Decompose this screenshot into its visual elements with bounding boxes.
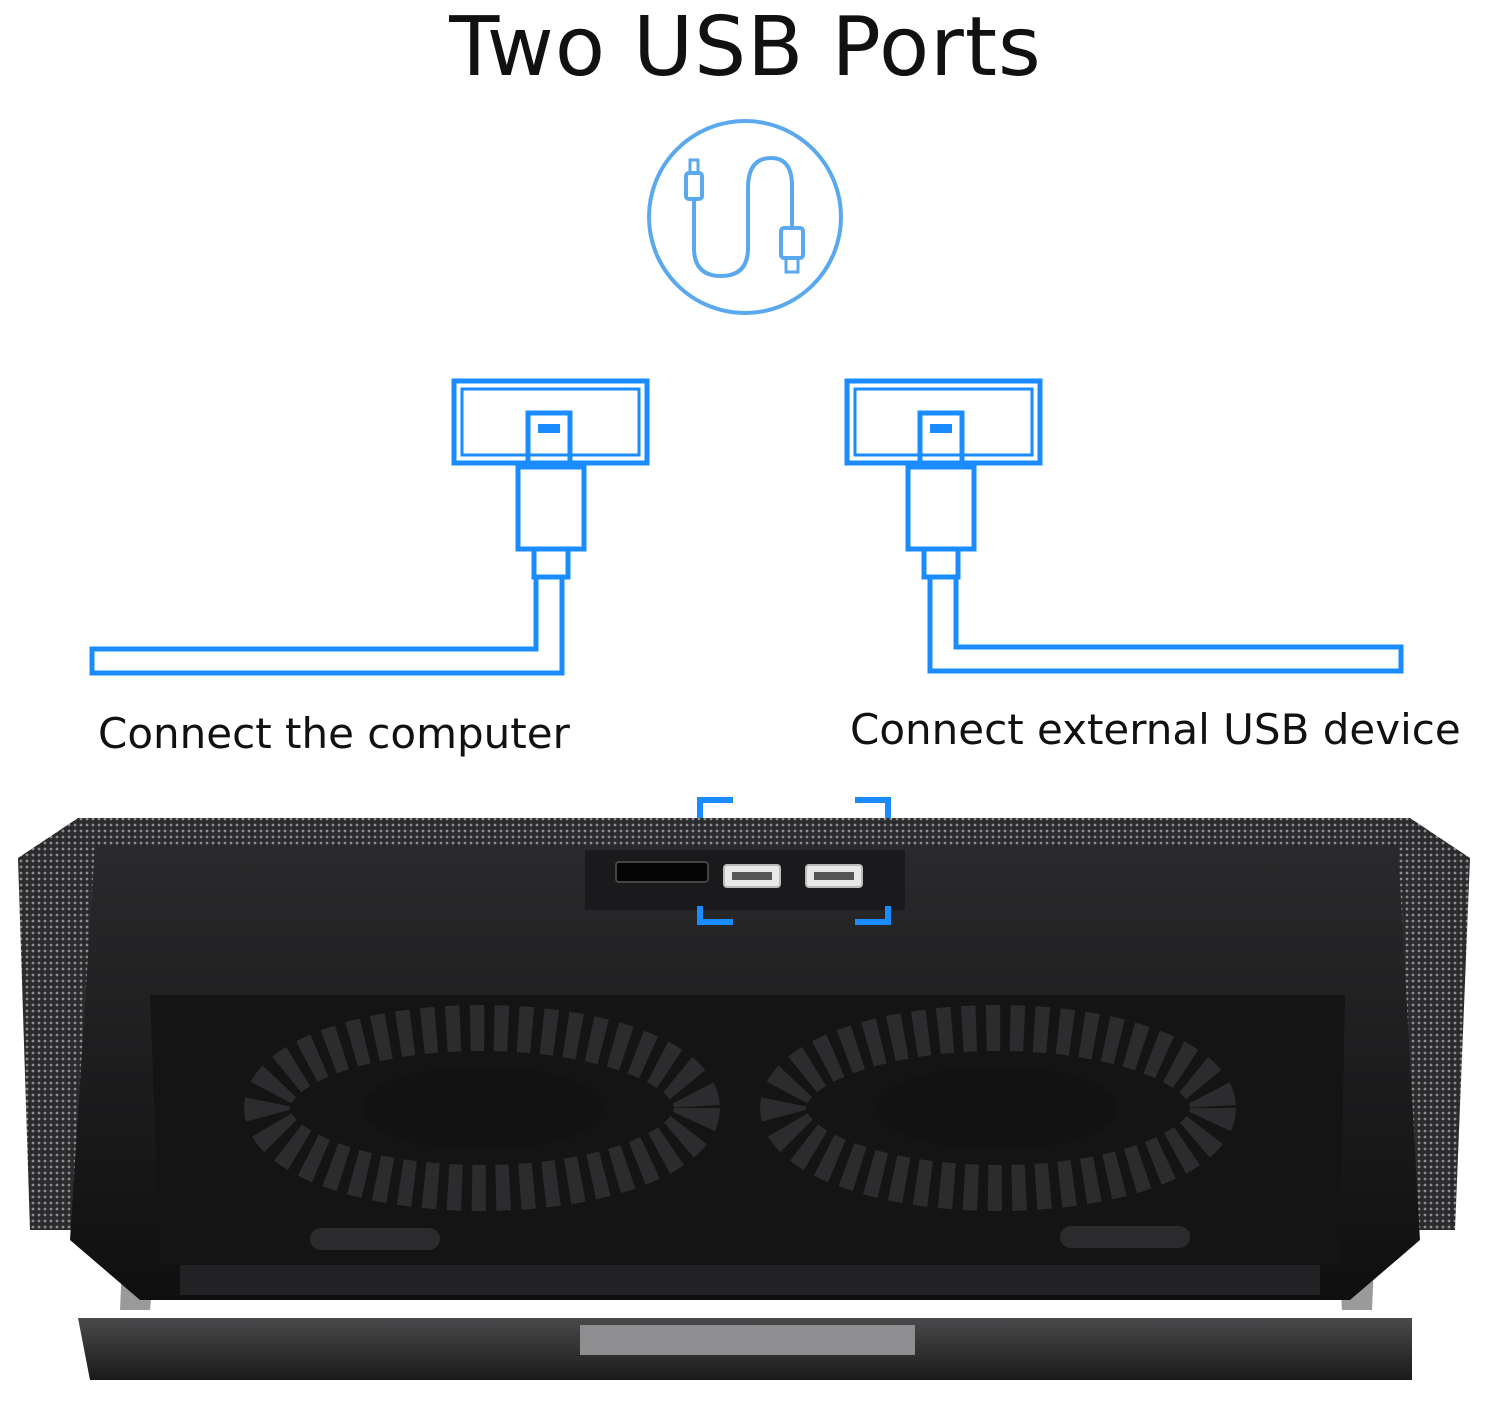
page-title: Two USB Ports (449, 0, 1042, 95)
label-connect-computer: Connect the computer (98, 709, 570, 758)
label-connect-external-device: Connect external USB device (850, 705, 1461, 754)
fan-left (244, 1005, 720, 1211)
usb-cable-icon (647, 119, 843, 315)
usb-port-icon (89, 378, 650, 676)
laptop-cooler-image (18, 818, 1470, 1380)
usb-port-icon (844, 378, 1404, 674)
cooler-ports (615, 861, 863, 888)
fan-right (760, 1005, 1236, 1211)
highlight-brackets (697, 797, 891, 925)
